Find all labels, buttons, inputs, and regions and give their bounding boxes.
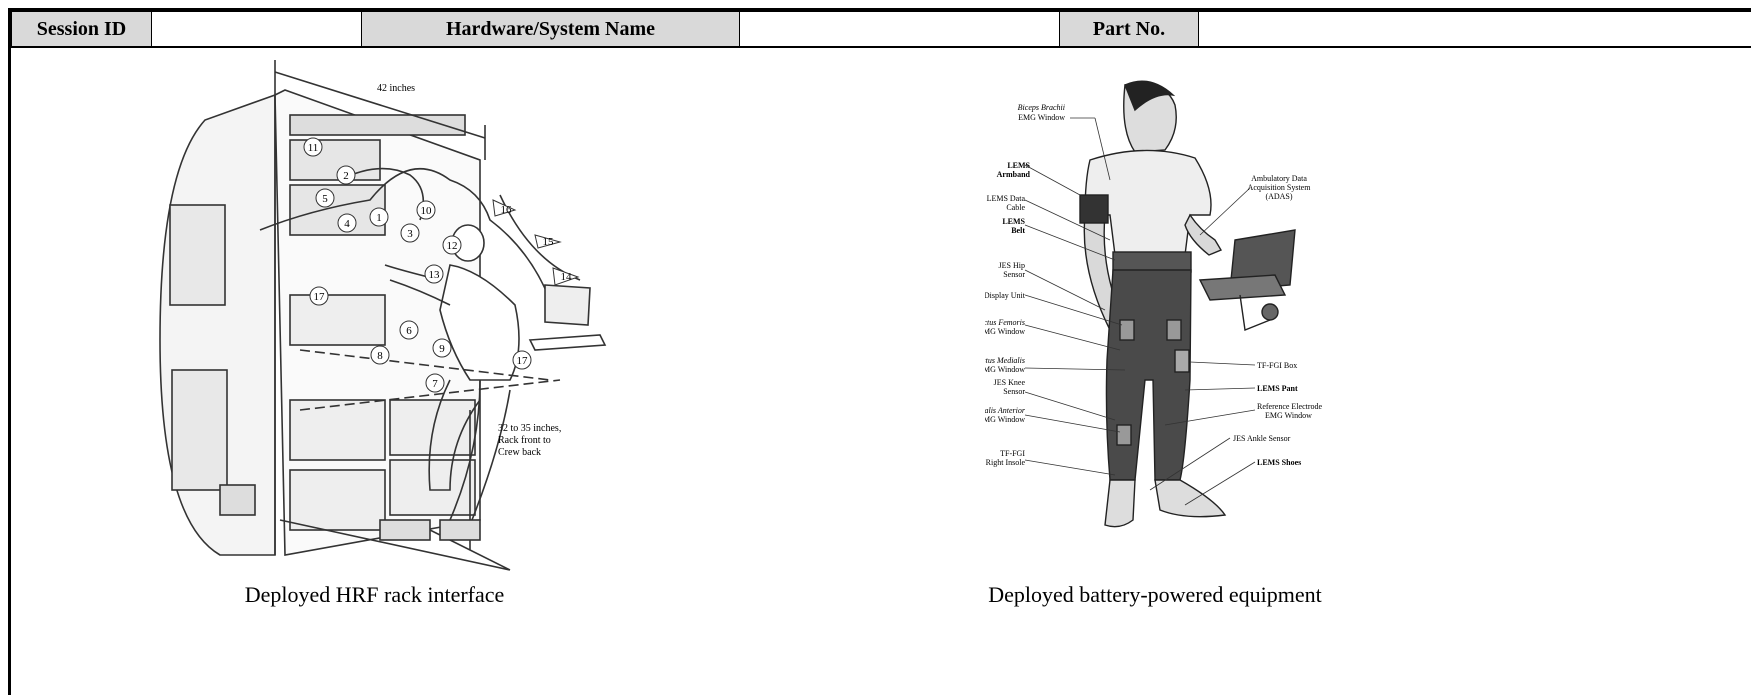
callout-label: 10: [421, 205, 433, 217]
label-adas-line1: Ambulatory Data: [1251, 174, 1307, 183]
callout-label: 11: [308, 142, 319, 154]
label-vastus-line1: Vastus Medialis: [985, 356, 1025, 365]
distance-label-line3: Crew back: [498, 447, 541, 458]
left-figure-caption: Deployed HRF rack interface: [244, 582, 505, 607]
label-rectus-line1: Rectus Femoris: [985, 318, 1025, 327]
label-armband-line2: Armband: [997, 170, 1031, 179]
callout-label: 5: [322, 193, 328, 205]
callout-label: 16: [501, 204, 513, 216]
label-knee-line2: Sensor: [1003, 387, 1025, 396]
distance-label-line2: Rack front to: [498, 435, 551, 446]
label-armband-line1: LEMS: [1007, 161, 1030, 170]
part-no-label: Part No.: [1059, 11, 1199, 48]
label-ankle-sensor: JES Ankle Sensor: [1233, 434, 1291, 443]
label-vastus-line2: EMG Window: [985, 365, 1025, 374]
width-dimension-label: 42 inches: [377, 83, 415, 94]
document-frame: Session ID Hardware/System Name Part No.: [8, 8, 1751, 695]
callout-label: 13: [429, 269, 441, 281]
callout-label: 17: [314, 291, 326, 303]
battery-equipment-illustration: Biceps Brachii EMG Window LEMS Armband L…: [985, 80, 1323, 528]
session-id-field[interactable]: [151, 11, 362, 48]
label-tffgi-line1: TF-FGI: [1000, 449, 1025, 458]
right-figure-caption: Deployed battery-powered equipment: [988, 582, 1322, 607]
label-tffgi-line2: Right Insole: [986, 458, 1026, 467]
callout-label: 7: [432, 378, 438, 390]
hardware-name-field[interactable]: [739, 11, 1060, 48]
hardware-name-label: Hardware/System Name: [361, 11, 740, 48]
label-biceps-line2: EMG Window: [1018, 113, 1065, 122]
callout-label: 17: [517, 355, 529, 367]
callout-label: 2: [343, 170, 349, 182]
label-adas-line2: Acquisition System: [1248, 183, 1312, 192]
session-id-label: Session ID: [11, 11, 152, 48]
part-no-field[interactable]: [1198, 11, 1751, 48]
callout-marker: [303, 137, 323, 157]
callout-label: 15: [543, 236, 555, 248]
label-adas-line3: (ADAS): [1265, 192, 1292, 201]
label-datacable-line1: LEMS Data: [987, 194, 1026, 203]
hrf-rack-illustration: 11 2 3 5 4 1 10 16 12 13 15 14 17 6 8 9 …: [159, 60, 607, 571]
label-jesdisplay: JES Display Unit: [985, 291, 1026, 300]
label-tffgi-box: TF-FGI Box: [1257, 361, 1297, 370]
label-knee-line1: JES Knee: [994, 378, 1026, 387]
callout-label: 8: [377, 350, 383, 362]
callout-label: 6: [406, 325, 412, 337]
callout-label: 9: [439, 343, 445, 355]
label-tibialis-line1: Tibialis Anterior: [985, 406, 1026, 415]
label-tibialis-line2: EMG Window: [985, 415, 1025, 424]
callout-label: 4: [344, 218, 350, 230]
label-datacable-line2: Cable: [1006, 203, 1025, 212]
callout-label: 1: [376, 212, 382, 224]
callout-label: 12: [447, 240, 458, 252]
label-biceps-line1: Biceps Brachii: [1018, 103, 1065, 112]
callout-label: 3: [407, 228, 413, 240]
label-belt-line1: LEMS: [1002, 217, 1025, 226]
distance-label-line1: 32 to 35 inches,: [498, 423, 561, 434]
label-refelectrode-line2: EMG Window: [1265, 411, 1312, 420]
header-table: Session ID Hardware/System Name Part No.: [11, 11, 1751, 48]
label-rectus-line2: EMG Window: [985, 327, 1025, 336]
label-refelectrode-line1: Reference Electrode: [1257, 402, 1323, 411]
callout-label: 14: [561, 271, 573, 283]
label-belt-line2: Belt: [1011, 226, 1025, 235]
label-hipsensor-line1: JES Hip: [999, 261, 1025, 270]
label-hipsensor-line2: Sensor: [1003, 270, 1025, 279]
label-lems-shoes: LEMS Shoes: [1257, 458, 1301, 467]
label-lems-pant: LEMS Pant: [1257, 384, 1298, 393]
